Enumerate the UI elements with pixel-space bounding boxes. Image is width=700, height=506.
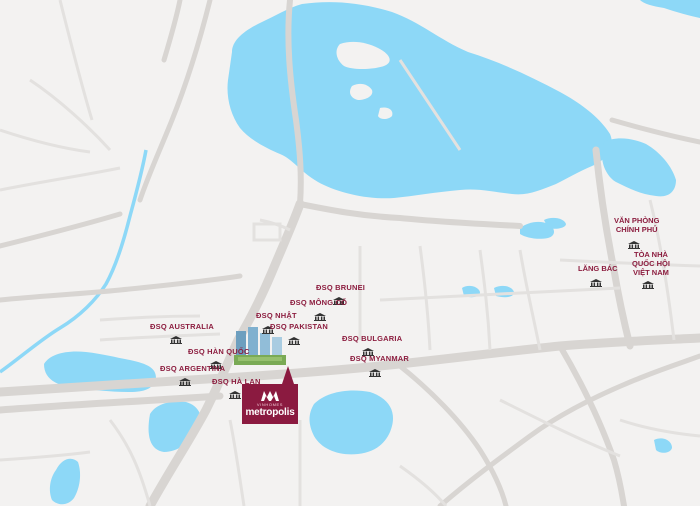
embassy-label-brunei[interactable]: ĐSQ BRUNEI — [316, 283, 366, 292]
landmark-label-line2: QUỐC HỘI — [632, 259, 670, 268]
embassy-building-icon — [262, 321, 274, 334]
west-lake — [227, 2, 612, 199]
brand-name: metropolis — [245, 407, 295, 418]
project-marker-pointer — [282, 366, 294, 384]
brand-small-text: VINHOMES — [256, 402, 284, 407]
landmark-label-line1: LĂNG BÁC — [578, 264, 618, 273]
landmark-label-line3: VIỆT NAM — [633, 268, 669, 277]
project-marker[interactable]: VINHOMES metropolis — [242, 384, 298, 424]
embassy-building-icon — [170, 331, 182, 344]
embassy-label-mongco[interactable]: ĐSQ MÔNG CỔ — [290, 298, 348, 307]
embassy-label-nhat[interactable]: ĐSQ NHẬT — [256, 311, 297, 320]
landmark-label-line1: VĂN PHÒNG — [614, 216, 660, 225]
truc-bach-lake — [601, 138, 676, 197]
landmark-building-icon — [590, 274, 602, 287]
project-building-illustration — [234, 327, 286, 365]
embassy-label-bulgaria[interactable]: ĐSQ BULGARIA — [342, 334, 403, 343]
embassy-building-icon — [362, 343, 374, 356]
embassy-building-icon — [179, 373, 191, 386]
landmark-label-line2: CHÍNH PHỦ — [615, 225, 658, 234]
landmark-building-icon — [628, 236, 640, 249]
landmark-label-line1: TÒA NHÀ — [634, 250, 668, 259]
landmark-building-icon — [642, 276, 654, 289]
embassy-building-icon — [333, 292, 345, 305]
giang-vo-lake — [309, 390, 394, 455]
embassy-label-halan[interactable]: ĐSQ HÀ LAN — [212, 377, 261, 386]
embassy-label-pakistan[interactable]: ĐSQ PAKISTAN — [270, 322, 328, 331]
embassy-building-icon — [314, 308, 326, 321]
embassy-building-icon — [229, 386, 241, 399]
brand-logo-icon — [261, 391, 279, 401]
embassy-label-australia[interactable]: ĐSQ AUSTRALIA — [150, 322, 214, 331]
embassy-label-hanquoc[interactable]: ĐSQ HÀN QUỐC — [188, 347, 250, 356]
embassy-building-icon — [369, 364, 381, 377]
landmark-label-langbac[interactable]: LĂNG BÁC — [578, 264, 618, 273]
embassy-label-myanmar[interactable]: ĐSQ MYANMAR — [350, 354, 410, 363]
embassy-building-icon — [210, 356, 222, 369]
embassy-building-icon — [288, 332, 300, 345]
embassy-label-argentina[interactable]: ĐSQ ARGENTINA — [160, 364, 226, 373]
